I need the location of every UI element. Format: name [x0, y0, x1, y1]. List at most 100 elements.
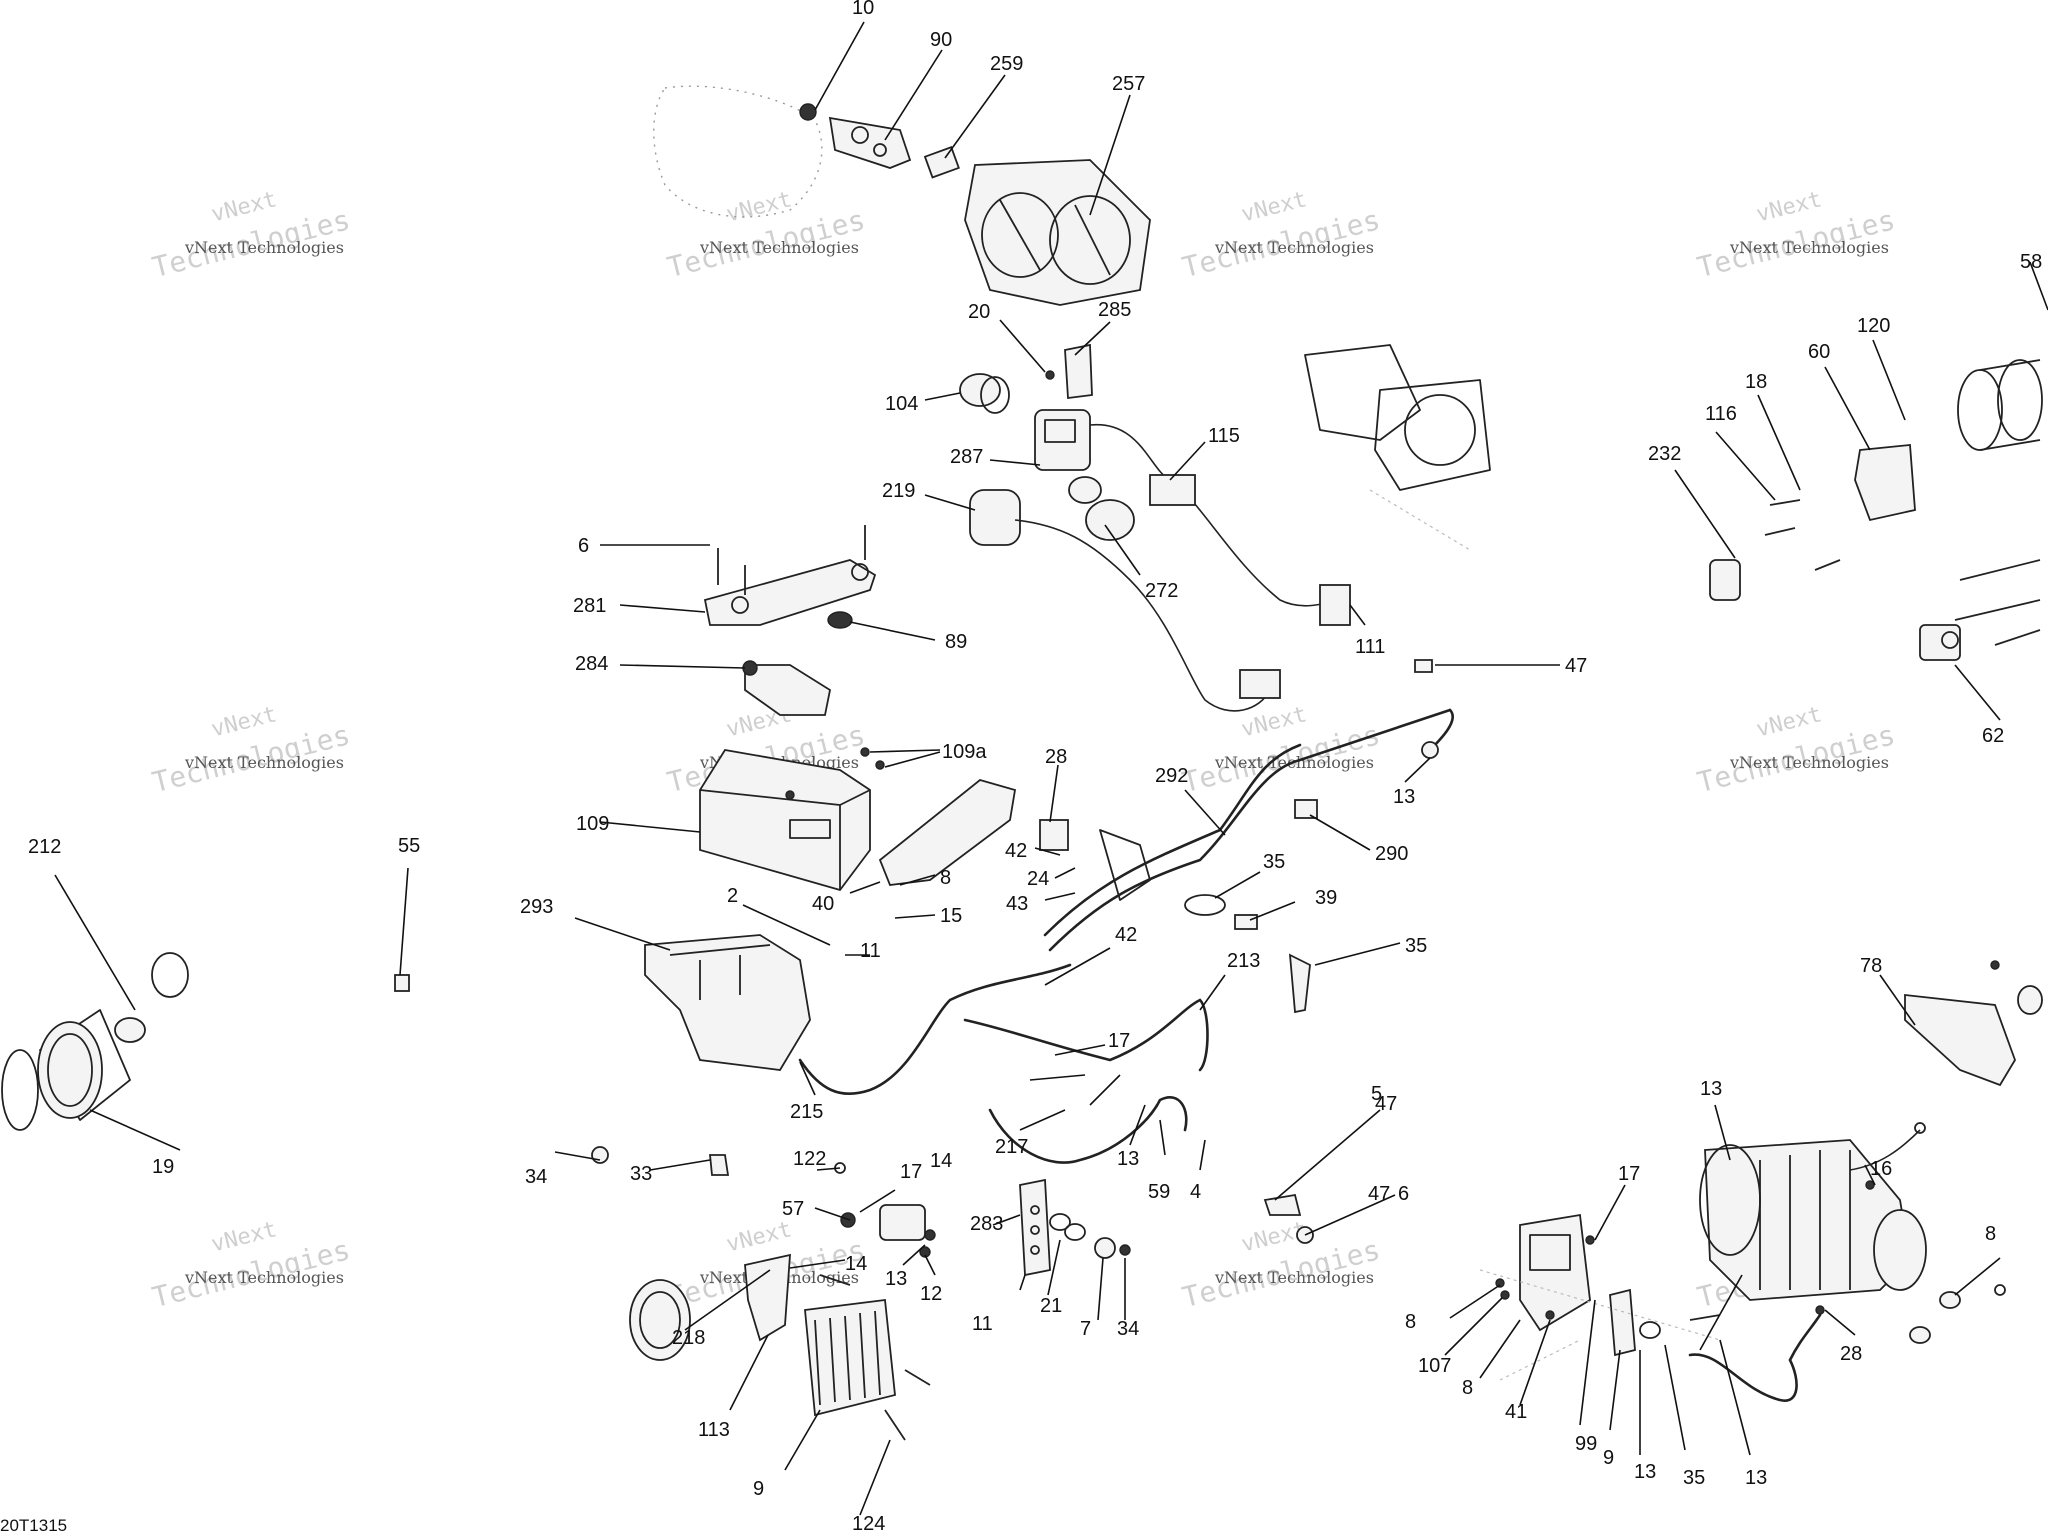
- callout: 19: [152, 1156, 174, 1178]
- callout: 14: [930, 1150, 952, 1172]
- part-drawings: [1, 85, 2043, 1441]
- callout: 8: [1985, 1223, 1996, 1245]
- callout: 219: [882, 480, 915, 502]
- callout: 107: [1418, 1355, 1451, 1377]
- callout: 292: [1155, 765, 1188, 787]
- svg-text:vNext Technologies: vNext Technologies: [184, 238, 344, 257]
- watermark: Technologies vNext Technologies vNext: [149, 187, 353, 284]
- cable-213: [963, 998, 1209, 1072]
- callout: 33: [630, 1163, 652, 1185]
- callout: 9: [1603, 1447, 1614, 1469]
- callout: 6: [1398, 1183, 1409, 1205]
- callout: 21: [1040, 1295, 1062, 1317]
- callout: 120: [1857, 315, 1890, 337]
- cable-215: [798, 963, 1072, 1095]
- callout: 17: [900, 1161, 922, 1183]
- svg-text:vNext Technologies: vNext Technologies: [1214, 238, 1374, 257]
- clip-285: [1064, 343, 1093, 400]
- svg-text:vNext Technologies: vNext Technologies: [699, 238, 859, 257]
- strap-35: [1288, 953, 1311, 1014]
- callout: 122: [793, 1148, 826, 1170]
- harness-115: [1089, 424, 1341, 607]
- connector-13: [1421, 741, 1439, 759]
- callout: 35: [1263, 851, 1285, 873]
- watermark: Technologies vNext Technologies vNext: [149, 702, 353, 799]
- tray-293: [644, 934, 811, 1071]
- callout: 55: [398, 835, 420, 857]
- clip-47: [1414, 659, 1433, 673]
- callout: 60: [1808, 341, 1830, 363]
- callout: 290: [1375, 843, 1408, 865]
- nut-10: [799, 103, 817, 121]
- callout: 47: [1368, 1183, 1390, 1205]
- callout: 293: [520, 896, 553, 918]
- relay-122: [879, 1204, 926, 1241]
- svg-text:vNext Technologies: vNext Technologies: [1214, 1268, 1374, 1287]
- callout: 11: [860, 940, 881, 962]
- callout: 10: [852, 0, 874, 19]
- callout: 90: [930, 29, 952, 51]
- callout: 109: [576, 813, 609, 835]
- callout: 213: [1227, 950, 1260, 972]
- callout: 34: [525, 1166, 547, 1188]
- callout: 217: [995, 1136, 1028, 1158]
- callout: 257: [1112, 73, 1145, 95]
- callout: 59: [1148, 1181, 1170, 1203]
- leader-lines: [54, 21, 2048, 1516]
- callout: 39: [1315, 887, 1337, 909]
- callout: 9: [753, 1478, 764, 1500]
- callout: 13: [1700, 1078, 1722, 1100]
- cluster-257: [964, 159, 1151, 306]
- callout: 6: [578, 535, 589, 557]
- callout: 7: [1080, 1318, 1091, 1340]
- callout: 78: [1860, 955, 1882, 977]
- callout: 13: [1634, 1461, 1656, 1483]
- callout: 47: [1375, 1093, 1397, 1115]
- callout: 113: [698, 1419, 730, 1441]
- callout: 28: [1840, 1343, 1862, 1365]
- watermark: Technologies vNext Technologies vNext: [1179, 1217, 1383, 1314]
- watermark: Technologies vNext Technologies vNext: [664, 187, 868, 284]
- callout: 58: [2020, 251, 2042, 273]
- callout: 14: [845, 1253, 867, 1275]
- callout: 115: [1208, 425, 1240, 447]
- box-107: [1519, 1213, 1591, 1332]
- part-55: [394, 974, 410, 992]
- callout: 109a: [942, 741, 987, 763]
- callout: 215: [790, 1101, 823, 1123]
- connector-259: [923, 146, 960, 179]
- callout: 8: [1405, 1311, 1416, 1333]
- key-272: [1068, 476, 1135, 541]
- callout: 2: [727, 885, 738, 907]
- callout: 99: [1575, 1433, 1597, 1455]
- headlight-left: [1, 952, 189, 1131]
- watermark: Technologies vNext Technologies vNext: [1179, 702, 1383, 799]
- callout: 4: [1190, 1181, 1201, 1203]
- svg-text:vNext Technologies: vNext Technologies: [1729, 753, 1889, 772]
- lamp-5: [629, 1279, 691, 1361]
- bracket-90: [828, 116, 912, 169]
- callout-labels: 10 90 259 257 20 285 104 287 115 219 272…: [28, 0, 2042, 1535]
- callout: 89: [945, 631, 967, 653]
- switch-104: [959, 373, 1010, 414]
- callout: 13: [1745, 1467, 1767, 1489]
- svg-text:vNext Technologies: vNext Technologies: [1729, 238, 1889, 257]
- starter-top-right: [1709, 359, 2043, 601]
- callout: 5: [1371, 1083, 1382, 1105]
- switch-219: [969, 489, 1281, 712]
- callout: 42: [1005, 840, 1027, 862]
- bracket-62: [1904, 993, 2016, 1087]
- bracket-283: [1019, 1178, 1051, 1277]
- relay-115: [1149, 474, 1196, 506]
- callout: 283: [970, 1213, 1003, 1235]
- callout: 16: [1870, 1158, 1892, 1180]
- winch-78: [1699, 1122, 1927, 1301]
- ignition-287: [1034, 409, 1091, 471]
- callout: 287: [950, 446, 983, 468]
- callout: 12: [920, 1283, 942, 1305]
- callout: 17: [1108, 1030, 1130, 1052]
- callout: 285: [1098, 299, 1131, 321]
- cable-217: [988, 1096, 1188, 1164]
- callout: 13: [1393, 786, 1415, 808]
